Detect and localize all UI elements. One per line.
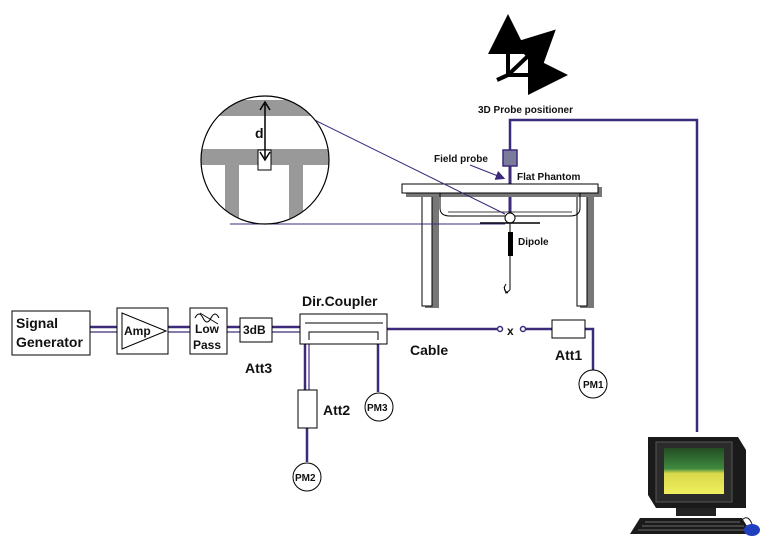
directional-coupler	[299, 313, 388, 345]
low-pass-label-line1: Low	[195, 322, 220, 336]
signal-generator-label-line2: Generator	[16, 334, 83, 350]
pm2-label: PM2	[295, 473, 316, 484]
sine-wave-icon	[194, 313, 220, 323]
field-probe	[502, 149, 518, 215]
low-pass-label-line2: Pass	[193, 338, 221, 352]
zoom-detail	[200, 95, 506, 225]
flat-phantom-label: Flat Phantom	[517, 172, 580, 183]
signal-generator: Signal Generator	[11, 310, 91, 356]
signal-chain-cable	[90, 325, 595, 462]
mouse-icon	[744, 524, 760, 536]
attenuator-3db: 3dB	[239, 317, 273, 343]
distance-d-label: d	[255, 125, 264, 141]
dipole-label: Dipole	[518, 237, 549, 248]
flat-phantom-table	[401, 183, 602, 308]
pm1-label: PM1	[583, 380, 604, 391]
field-probe-arrow	[469, 164, 506, 180]
amplifier: Amp	[116, 307, 169, 355]
field-probe-label: Field probe	[434, 154, 488, 165]
computer-workstation-icon	[630, 437, 760, 536]
attenuator-3db-label: 3dB	[243, 323, 266, 337]
pm3-label: PM3	[367, 403, 388, 414]
signal-generator-label-line1: Signal	[16, 315, 58, 331]
low-pass-filter: Low Pass	[189, 307, 228, 355]
positioner-cable	[508, 118, 699, 432]
att2-label: Att2	[323, 402, 350, 418]
dir-coupler-label: Dir.Coupler	[302, 293, 378, 309]
probe-positioner-label: 3D Probe positioner	[478, 105, 573, 116]
power-meter-3: PM3	[364, 392, 394, 422]
dipole	[480, 212, 540, 294]
xyz-axes-icon	[488, 14, 568, 95]
att3-label: Att3	[245, 360, 272, 376]
attenuator-1	[551, 319, 586, 339]
x-marker-label: x	[507, 324, 514, 338]
power-meter-1: PM1	[578, 369, 608, 399]
att1-label: Att1	[555, 347, 582, 363]
attenuator-2	[297, 389, 318, 429]
power-meter-2: PM2	[292, 462, 322, 492]
amplifier-label: Amp	[124, 324, 151, 338]
cable-label: Cable	[410, 342, 448, 358]
